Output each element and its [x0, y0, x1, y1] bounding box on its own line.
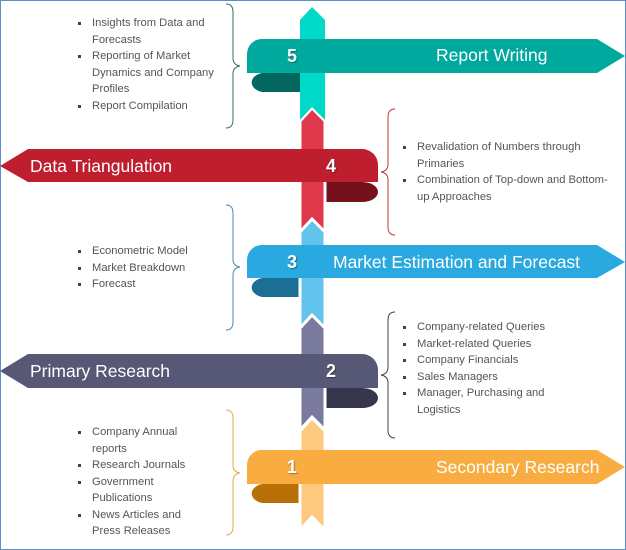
step3-number: 3	[287, 252, 298, 272]
brace-step4	[380, 108, 396, 236]
step5-band	[247, 39, 625, 73]
step4-curl	[325, 182, 378, 202]
list-item: Insights from Data and Forecasts	[76, 15, 226, 48]
step4-bullets: Revalidation of Numbers through Primarie…	[401, 139, 611, 205]
step1-title: Secondary Research	[436, 457, 600, 477]
list-item: Combination of Top-down and Bottom-up Ap…	[401, 172, 611, 205]
step3-bullets: Econometric Model Market Breakdown Forec…	[76, 243, 226, 293]
list-item: Government Publications	[76, 474, 206, 507]
list-item: Econometric Model	[76, 243, 226, 260]
list-item: Report Compilation	[76, 98, 226, 115]
step3-curl	[251, 278, 300, 297]
step2-number: 2	[326, 361, 337, 381]
step4-number: 4	[326, 156, 337, 176]
step5-number: 5	[287, 46, 298, 66]
step2-title: Primary Research	[30, 361, 171, 381]
list-item: Market-related Queries	[401, 336, 581, 353]
step2-curl	[325, 388, 378, 408]
step2-bullets: Company-related Queries Market-related Q…	[401, 319, 581, 418]
step5-bullets: Insights from Data and Forecasts Reporti…	[76, 15, 226, 114]
brace-step2	[380, 311, 396, 439]
step4-title: Data Triangulation	[30, 156, 173, 176]
list-item: Manager, Purchasing and Logistics	[401, 385, 581, 418]
list-item: News Articles and Press Releases	[76, 507, 206, 540]
list-item: Company-related Queries	[401, 319, 581, 336]
list-item: Market Breakdown	[76, 260, 226, 277]
step5-curl	[251, 73, 300, 92]
step1-bullets: Company Annual reports Research Journals…	[76, 424, 206, 540]
step4-band	[0, 149, 378, 182]
list-item: Forecast	[76, 276, 226, 293]
list-item: Revalidation of Numbers through Primarie…	[401, 139, 611, 172]
brace-step5	[225, 3, 241, 129]
list-item: Company Annual reports	[76, 424, 206, 457]
list-item: Research Journals	[76, 457, 206, 474]
step5-title: Report Writing	[436, 45, 548, 65]
brace-step3	[225, 204, 241, 331]
step1-number: 1	[287, 457, 298, 477]
step2-band	[0, 354, 378, 388]
brace-step1	[225, 409, 241, 536]
list-item: Sales Managers	[401, 369, 581, 386]
step3-title: Market Estimation and Forecast	[333, 252, 581, 272]
step1-band	[247, 450, 625, 484]
list-item: Company Financials	[401, 352, 581, 369]
list-item: Reporting of Market Dynamics and Company…	[76, 48, 226, 98]
step1-curl	[251, 484, 300, 503]
step3-band	[247, 245, 625, 278]
